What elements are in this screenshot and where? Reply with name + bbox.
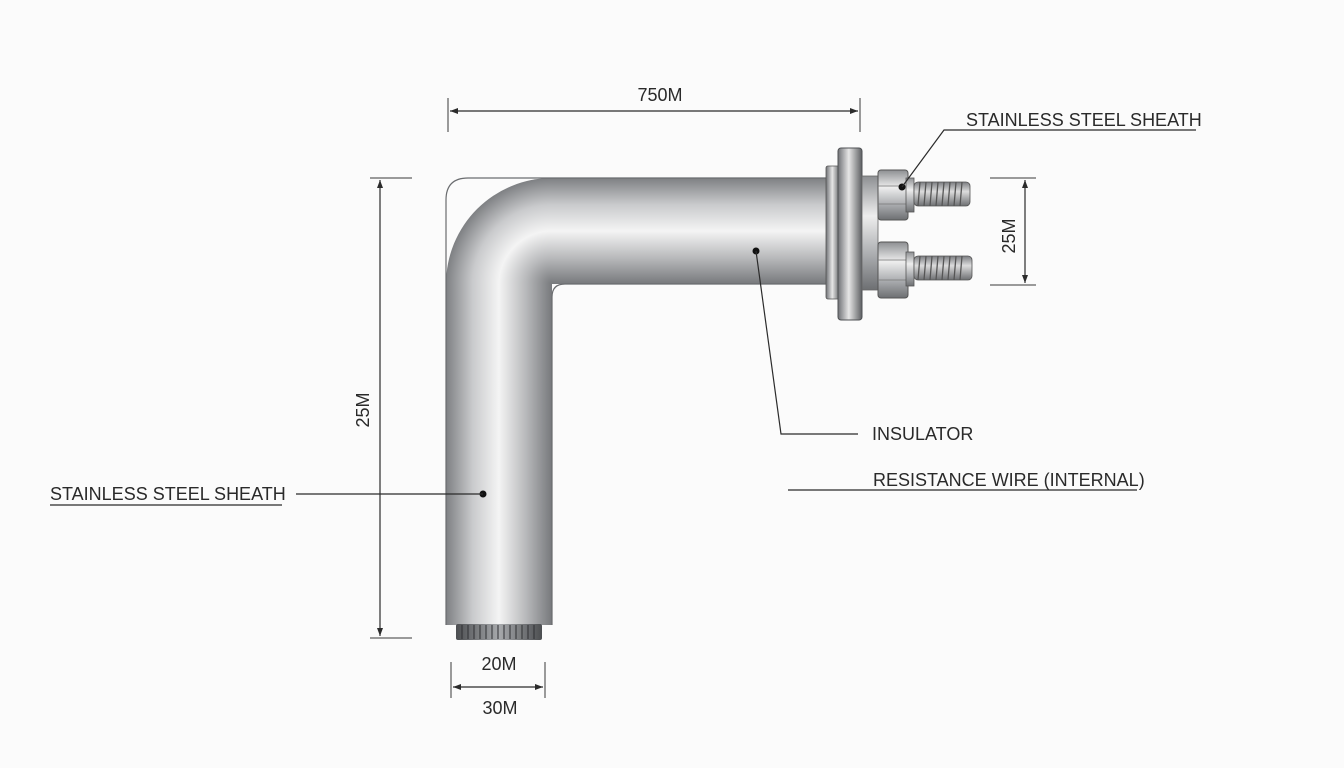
flange bbox=[837, 147, 863, 321]
nut-lower bbox=[877, 241, 909, 299]
label-insulator: INSULATOR bbox=[872, 424, 973, 444]
pipe-outline bbox=[445, 177, 830, 625]
dimension-vertical-length-text: 25M bbox=[353, 392, 373, 427]
horizontal-leg bbox=[552, 178, 830, 284]
vertical-leg bbox=[446, 284, 552, 625]
dimension-base-width-text: 30M bbox=[482, 698, 517, 718]
thread-lines-upper bbox=[917, 181, 963, 207]
label-sheath-top: STAINLESS STEEL SHEATH bbox=[966, 110, 1202, 130]
dimension-base-width: 20M 30M bbox=[450, 654, 546, 718]
terminal-head bbox=[825, 147, 973, 321]
pipe-bend bbox=[446, 178, 552, 284]
dimension-top-length-text: 750M bbox=[637, 85, 682, 105]
dimension-thread-diameter-text: 20M bbox=[481, 654, 516, 674]
threaded-base bbox=[456, 624, 542, 640]
washer-lower bbox=[905, 251, 915, 287]
callout-insulator: INSULATOR bbox=[752, 247, 973, 444]
callout-sheath-top: STAINLESS STEEL SHEATH bbox=[898, 110, 1202, 191]
callout-sheath-left: STAINLESS STEEL SHEATH bbox=[50, 484, 487, 506]
label-resistance-wire: RESISTANCE WIRE (INTERNAL) bbox=[873, 470, 1145, 490]
base-thread-lines bbox=[461, 625, 535, 639]
callout-resistance-wire: RESISTANCE WIRE (INTERNAL) bbox=[788, 470, 1145, 491]
terminal-lower bbox=[877, 241, 973, 299]
nut-upper bbox=[877, 169, 909, 221]
dimension-terminal-spacing-text: 25M bbox=[999, 218, 1019, 253]
flange-collar bbox=[861, 175, 879, 291]
dimension-terminal-spacing: 25M bbox=[990, 177, 1036, 286]
dimension-vertical-length: 25M bbox=[353, 177, 412, 639]
dimension-top-length: 750M bbox=[447, 85, 861, 132]
thread-lines-lower bbox=[917, 255, 963, 281]
heater-pipe bbox=[445, 177, 830, 640]
terminal-upper bbox=[877, 169, 971, 221]
label-sheath-left: STAINLESS STEEL SHEATH bbox=[50, 484, 286, 504]
washer-upper bbox=[905, 177, 915, 213]
